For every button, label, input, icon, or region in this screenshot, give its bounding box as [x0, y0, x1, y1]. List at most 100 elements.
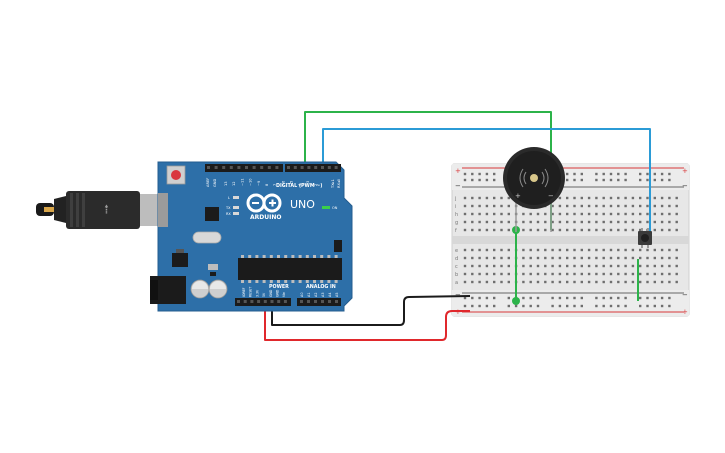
- breadboard-hole[interactable]: [536, 212, 540, 216]
- breadboard-hole[interactable]: [463, 196, 467, 200]
- breadboard-hole[interactable]: [551, 248, 554, 252]
- rail-hole[interactable]: [617, 178, 620, 182]
- rail-hole[interactable]: [478, 296, 481, 300]
- breadboard-hole[interactable]: [500, 280, 503, 284]
- breadboard-hole[interactable]: [587, 280, 591, 284]
- breadboard-hole[interactable]: [507, 264, 510, 268]
- rail-hole[interactable]: [639, 304, 642, 308]
- rail-hole[interactable]: [536, 304, 540, 308]
- breadboard-hole[interactable]: [544, 280, 547, 284]
- breadboard-hole[interactable]: [522, 228, 525, 232]
- breadboard-hole[interactable]: [660, 228, 664, 232]
- breadboard-hole[interactable]: [639, 248, 642, 252]
- breadboard-hole[interactable]: [500, 248, 503, 252]
- rail-hole[interactable]: [602, 296, 605, 300]
- breadboard-hole[interactable]: [536, 256, 540, 260]
- breadboard-hole[interactable]: [653, 204, 656, 208]
- breadboard-hole[interactable]: [471, 280, 474, 284]
- breadboard-hole[interactable]: [595, 248, 598, 252]
- breadboard-hole[interactable]: [624, 228, 627, 232]
- breadboard-hole[interactable]: [478, 196, 481, 200]
- rail-hole[interactable]: [558, 304, 562, 308]
- breadboard-hole[interactable]: [646, 212, 649, 216]
- breadboard-hole[interactable]: [587, 196, 591, 200]
- breadboard-hole[interactable]: [573, 256, 576, 260]
- rail-hole[interactable]: [566, 304, 569, 308]
- breadboard-hole[interactable]: [566, 248, 569, 252]
- header-pin[interactable]: [287, 166, 290, 169]
- breadboard-hole[interactable]: [500, 212, 503, 216]
- breadboard-hole[interactable]: [522, 212, 525, 216]
- breadboard-hole[interactable]: [493, 196, 496, 200]
- breadboard-hole[interactable]: [544, 212, 547, 216]
- breadboard-hole[interactable]: [609, 220, 613, 224]
- breadboard-hole[interactable]: [631, 264, 635, 268]
- header-pin[interactable]: [237, 166, 241, 169]
- breadboard-hole[interactable]: [580, 280, 583, 284]
- breadboard-hole[interactable]: [478, 248, 481, 252]
- breadboard-hole[interactable]: [493, 256, 496, 260]
- rail-hole[interactable]: [522, 296, 525, 300]
- dc-power-jack[interactable]: [150, 276, 186, 304]
- breadboard-hole[interactable]: [668, 204, 671, 208]
- breadboard-hole[interactable]: [653, 280, 656, 284]
- power-analog-pin-holes[interactable]: [237, 300, 338, 303]
- breadboard-hole[interactable]: [675, 280, 678, 284]
- breadboard-hole[interactable]: [653, 220, 656, 224]
- breadboard-hole[interactable]: [587, 228, 591, 232]
- breadboard-holes[interactable]: [463, 172, 678, 308]
- breadboard-hole[interactable]: [646, 196, 649, 200]
- rail-hole[interactable]: [580, 172, 583, 176]
- pushbutton[interactable]: [638, 228, 652, 248]
- header-pin[interactable]: [267, 166, 271, 169]
- breadboard-hole[interactable]: [668, 256, 671, 260]
- breadboard-hole[interactable]: [529, 228, 532, 232]
- breadboard-hole[interactable]: [493, 228, 496, 232]
- breadboard-hole[interactable]: [566, 196, 569, 200]
- breadboard-hole[interactable]: [507, 212, 510, 216]
- header-pin[interactable]: [229, 166, 233, 169]
- breadboard-hole[interactable]: [522, 248, 525, 252]
- breadboard-hole[interactable]: [529, 212, 532, 216]
- breadboard-hole[interactable]: [485, 204, 489, 208]
- breadboard-hole[interactable]: [639, 272, 642, 276]
- rail-hole[interactable]: [668, 296, 671, 300]
- breadboard-hole[interactable]: [463, 256, 467, 260]
- wire-blue-signal[interactable]: [322, 128, 651, 232]
- breadboard-hole[interactable]: [507, 204, 510, 208]
- breadboard-hole[interactable]: [500, 196, 503, 200]
- breadboard-hole[interactable]: [522, 272, 525, 276]
- rail-hole[interactable]: [660, 172, 664, 176]
- rail-hole[interactable]: [595, 172, 598, 176]
- breadboard-hole[interactable]: [653, 196, 656, 200]
- breadboard-hole[interactable]: [595, 228, 598, 232]
- rail-hole[interactable]: [653, 172, 656, 176]
- breadboard-hole[interactable]: [609, 256, 613, 260]
- breadboard-hole[interactable]: [485, 272, 489, 276]
- breadboard-hole[interactable]: [573, 196, 576, 200]
- reset-button[interactable]: [166, 165, 186, 185]
- rail-hole[interactable]: [646, 304, 649, 308]
- breadboard-hole[interactable]: [617, 204, 620, 208]
- rail-hole[interactable]: [595, 304, 598, 308]
- header-pin[interactable]: [270, 300, 274, 303]
- breadboard-hole[interactable]: [551, 256, 554, 260]
- breadboard-hole[interactable]: [660, 248, 664, 252]
- breadboard-hole[interactable]: [639, 228, 642, 232]
- breadboard-hole[interactable]: [617, 280, 620, 284]
- rail-hole[interactable]: [639, 172, 642, 176]
- breadboard-hole[interactable]: [609, 228, 613, 232]
- breadboard-hole[interactable]: [595, 280, 598, 284]
- rail-hole[interactable]: [493, 296, 496, 300]
- breadboard-hole[interactable]: [624, 256, 627, 260]
- breadboard-hole[interactable]: [471, 204, 474, 208]
- rail-hole[interactable]: [485, 178, 489, 182]
- rail-hole[interactable]: [566, 178, 569, 182]
- wire-black-ground[interactable]: [271, 295, 471, 326]
- breadboard-hole[interactable]: [529, 256, 532, 260]
- rail-hole[interactable]: [471, 172, 474, 176]
- breadboard-hole[interactable]: [646, 248, 649, 252]
- breadboard-hole[interactable]: [500, 272, 503, 276]
- breadboard-hole[interactable]: [500, 264, 503, 268]
- rail-hole[interactable]: [478, 172, 481, 176]
